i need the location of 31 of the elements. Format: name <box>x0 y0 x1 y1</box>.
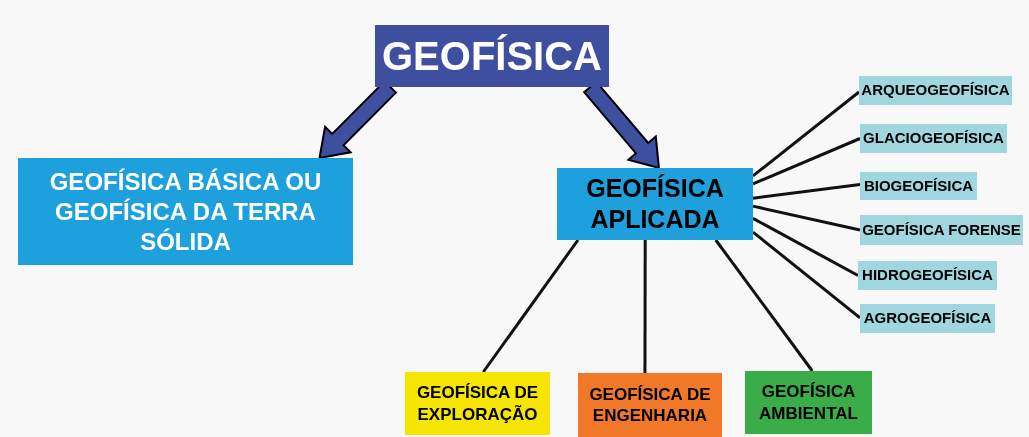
connector-line <box>752 230 861 320</box>
subfield-box <box>405 372 550 435</box>
connector-line <box>643 240 647 373</box>
node-label: GEOFÍSICA APLICADA <box>585 172 725 235</box>
connector-line <box>482 239 580 373</box>
node-label: BIOGEOFÍSICA <box>863 176 974 196</box>
node-label: GEOFÍSICA DE EXPLORAÇÃO <box>415 382 540 425</box>
subfield-box <box>578 373 722 437</box>
connector-line <box>752 137 861 186</box>
node-label: GEOFÍSICA FORENSE <box>862 220 1021 240</box>
node-label: GEOFÍSICA BÁSICA OU GEOFÍSICA DA TERRA SÓLIDA <box>48 166 323 257</box>
connector-line <box>752 183 861 200</box>
title-box <box>375 25 609 87</box>
node-label: HIDROGEOFÍSICA <box>862 266 993 285</box>
connector-line <box>752 204 861 232</box>
connector-line <box>752 217 859 277</box>
category-box <box>557 168 753 240</box>
node-label: ARQUEOGEOFÍSICA <box>861 81 1010 100</box>
node-label: GEOFÍSICA AMBIENTAL <box>758 381 859 424</box>
subfield-box <box>860 304 995 333</box>
subfield-box <box>859 76 1012 105</box>
node-label: GEOFÍSICA <box>382 33 602 80</box>
subfield-box <box>860 124 1007 153</box>
subfield-box <box>858 261 997 290</box>
connector-line <box>714 239 814 372</box>
subfield-box <box>745 371 872 434</box>
category-box <box>18 158 353 265</box>
node-label: AGROGEOFÍSICA <box>863 309 992 328</box>
connector-line <box>752 90 860 178</box>
node-label: GEOFÍSICA DE ENGENHARIA <box>588 383 712 427</box>
node-label: GLACIOGEOFÍSICA <box>863 129 1004 148</box>
